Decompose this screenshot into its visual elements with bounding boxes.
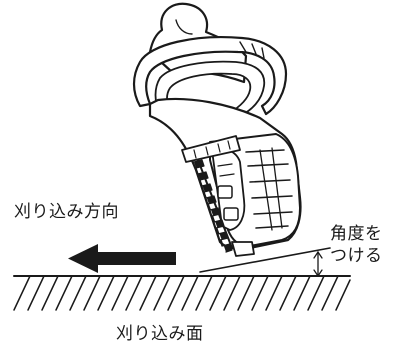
casing-screw-detail (217, 163, 235, 177)
angle-arrow-up-icon (313, 250, 323, 259)
angle-label-line-2: つける (330, 246, 383, 266)
mount-bracket-ridges (193, 140, 231, 159)
handle-outer (132, 36, 288, 116)
spindle (231, 241, 255, 257)
mount-bracket (181, 135, 241, 163)
angle-reference-line (199, 247, 331, 273)
casing-window-1 (217, 185, 233, 199)
arrow-shaft (94, 252, 176, 265)
ground-hatching (13, 275, 351, 311)
angle-label-line-1: 角度を (330, 224, 383, 244)
casing-window-2 (223, 207, 239, 221)
hatched-ground-surface (13, 275, 351, 311)
hedge-trimmer-illustration (132, 2, 302, 257)
left-arrow-icon (68, 244, 176, 273)
blade-edge (197, 159, 233, 249)
vent-slots (245, 149, 293, 229)
operator-shoulder-detail (175, 19, 193, 35)
vent-dividers (259, 147, 283, 231)
cutting-surface-label: 刈り込み面 (116, 324, 204, 344)
handle-grip-detail (239, 41, 265, 59)
cutting-direction-label: 刈り込み方向 (14, 202, 119, 222)
arrow-head (68, 244, 98, 273)
angle-indicator (199, 247, 331, 278)
